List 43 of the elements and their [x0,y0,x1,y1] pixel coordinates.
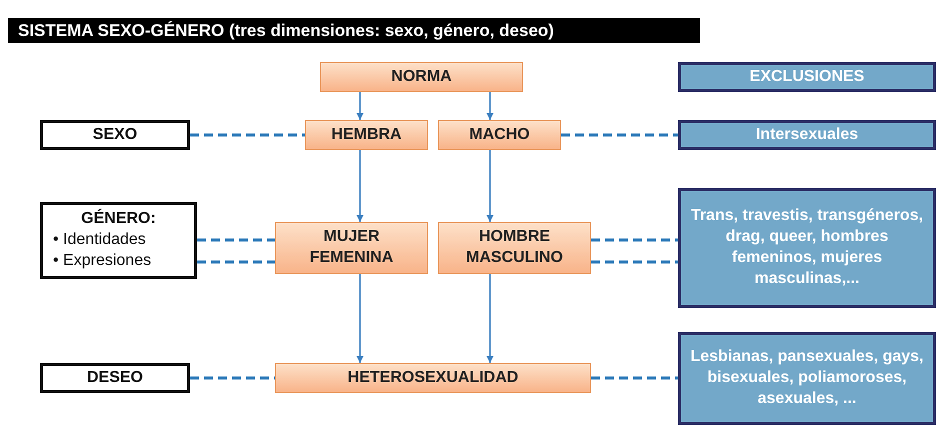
box-label: HEMBRA [331,124,402,145]
process-box [275,363,591,393]
list-item: • Expresiones [52,250,152,271]
exclusion-box [678,188,936,308]
exclusion-box [678,332,936,425]
arrow [356,92,364,120]
box-heading: GÉNERO: [81,209,156,230]
box-label: NORMA [391,66,452,87]
dashed-connector [591,260,678,264]
header-box [678,62,936,92]
dashed-connector [591,376,678,380]
arrow [356,274,364,363]
arrow [356,150,364,222]
process-box [275,222,428,274]
box-label: SEXO [92,124,138,145]
arrow [486,92,494,120]
dashed-connector [197,238,275,242]
process-box [320,62,523,92]
box-label: HETEROSEXUALIDAD [348,368,518,388]
dashed-connector [591,238,678,242]
dashed-connector [197,260,275,264]
title-bar: SISTEMA SEXO-GÉNERO (tres dimensiones: sexo, género, deseo) [8,18,700,43]
exclusion-box [678,120,936,150]
arrow [486,150,494,222]
dashed-connector [190,134,305,136]
box-label: Intersexuales [756,124,858,145]
arrow [486,274,494,363]
box-label: HOMBRE MASCULINO [465,227,564,268]
box-label: MUJER FEMENINA [308,227,394,268]
dimension-box [40,363,190,393]
process-box [438,222,591,274]
box-label: MACHO [469,124,530,145]
dashed-connector [561,134,678,136]
box-label: Lesbianas, pansexuales, gays, bisexuales, poliamoroses, asexuales, ... [689,347,924,409]
list-item: • Identidades [52,230,146,250]
dimension-box [40,120,190,150]
dashed-connector [190,376,275,380]
box-label: EXCLUSIONES [750,66,864,87]
dimension-box [40,202,197,279]
box-label: DESEO [86,368,143,388]
box-label: Trans, travestis, transgéneros, drag, queer, hombres femeninos, mujeres masculinas,... [690,206,924,289]
process-box [438,120,561,150]
process-box [305,120,428,150]
